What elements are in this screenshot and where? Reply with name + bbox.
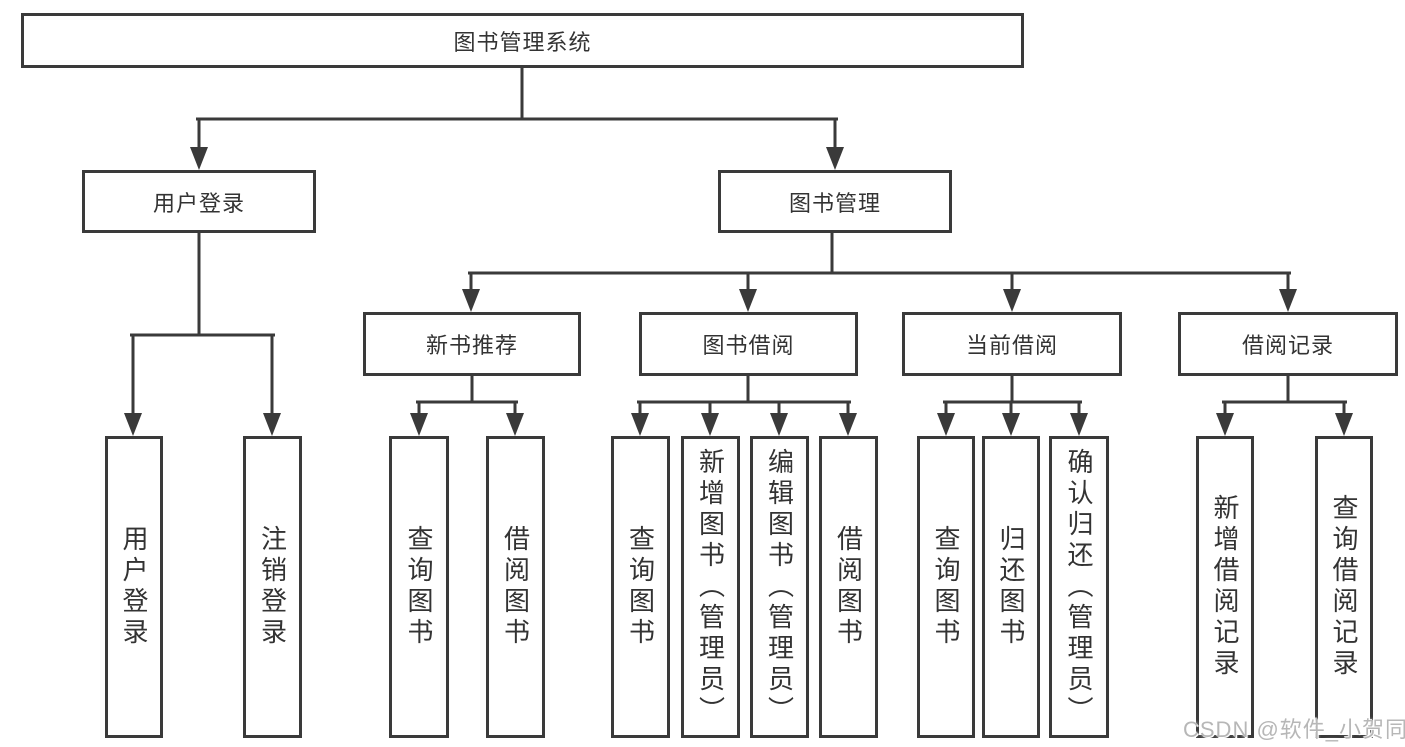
- node-logout-leaf: 注销登录: [243, 436, 302, 738]
- connector-root-to-level2: [190, 64, 844, 170]
- node-query-books-3: 查询图书: [917, 436, 975, 738]
- node-borrowing-records: 借阅记录: [1178, 312, 1398, 376]
- connector-book-borrowing-children: [631, 372, 857, 436]
- node-query-books-2: 查询图书: [611, 436, 670, 738]
- connector-borrowing-records-children: [1216, 372, 1353, 436]
- watermark-text: CSDN @软件_小贺同学: [1183, 717, 1405, 742]
- node-current-borrowing: 当前借阅: [902, 312, 1122, 376]
- node-user-login-leaf: 用户登录: [105, 436, 163, 738]
- connector-book-management-to-level3: [462, 229, 1297, 312]
- node-borrow-books-2: 借阅图书: [819, 436, 878, 738]
- node-library-system: 图书管理系统: [21, 13, 1024, 68]
- connector-new-book-children: [410, 372, 524, 436]
- node-add-books-admin: 新增图书（管理员）: [681, 436, 740, 738]
- node-user-login: 用户登录: [82, 170, 316, 233]
- node-book-management: 图书管理: [718, 170, 952, 233]
- connector-user-login-children: [124, 229, 281, 436]
- connector-current-borrowing-children: [937, 372, 1088, 436]
- node-confirm-return-admin: 确认归还（管理员）: [1049, 436, 1109, 738]
- node-return-books: 归还图书: [982, 436, 1040, 738]
- node-borrow-books-1: 借阅图书: [486, 436, 545, 738]
- node-add-borrow-record: 新增借阅记录: [1196, 436, 1254, 738]
- node-book-borrowing: 图书借阅: [639, 312, 858, 376]
- node-new-book-recommend: 新书推荐: [363, 312, 581, 376]
- node-query-borrow-record: 查询借阅记录: [1315, 436, 1373, 738]
- node-edit-books-admin: 编辑图书（管理员）: [750, 436, 809, 738]
- node-query-books-1: 查询图书: [389, 436, 449, 738]
